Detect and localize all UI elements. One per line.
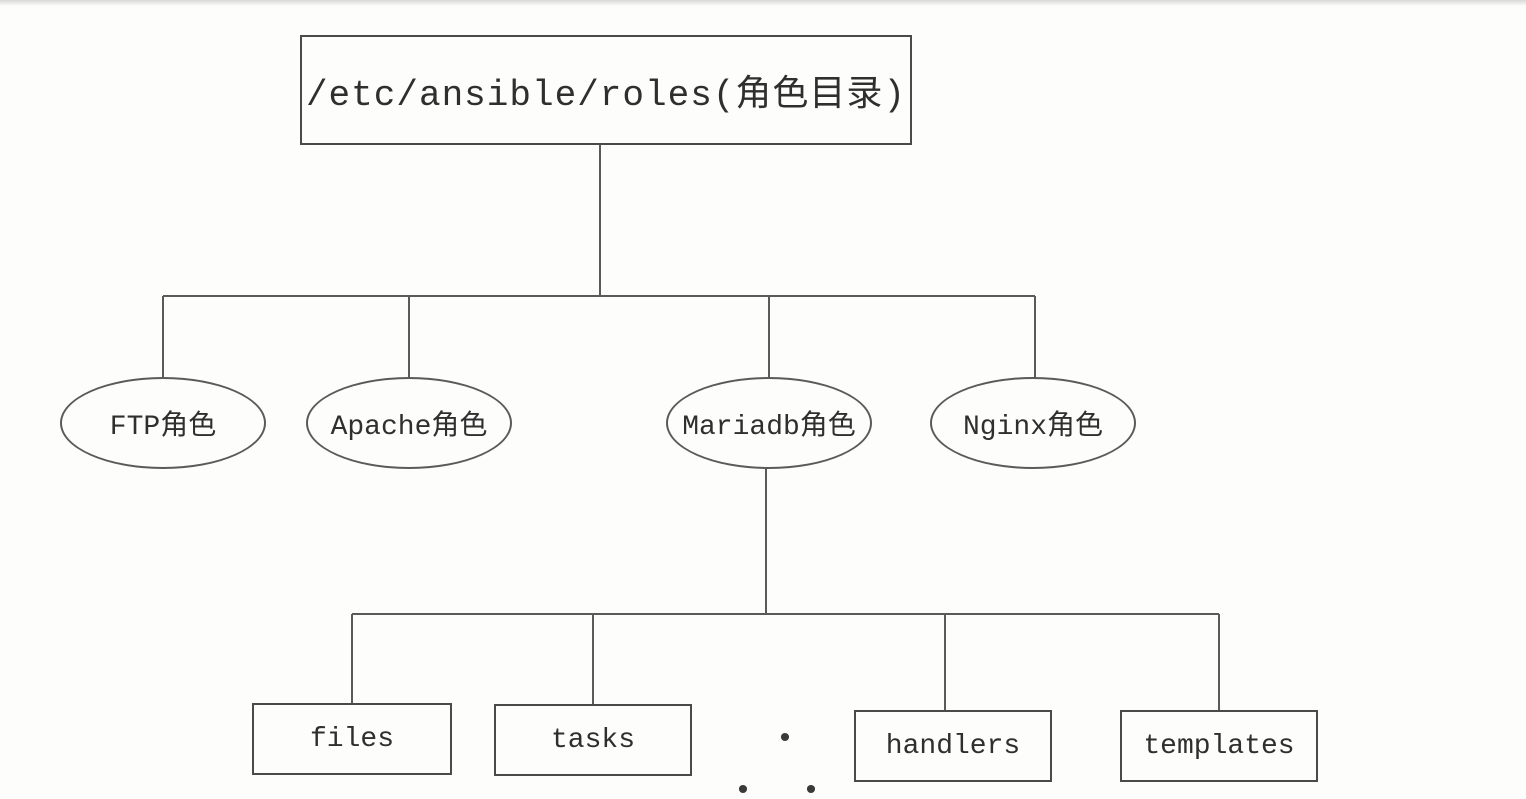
role-ellipse-nginx: Nginx角色: [930, 377, 1136, 469]
role-apache-label: Apache角色: [330, 412, 488, 443]
role-mariadb-label: Mariadb角色: [682, 412, 856, 443]
role-ellipse-ftp: FTP角色: [60, 377, 266, 469]
root-directory-box: /etc/ansible/roles(角色目录): [300, 35, 912, 145]
subdir-box-files: files: [252, 703, 452, 775]
subdir-handlers-label: handlers: [885, 730, 1021, 762]
subdir-box-tasks: tasks: [494, 704, 692, 776]
subdir-files-label: files: [309, 723, 394, 755]
subdir-templates-label: templates: [1143, 730, 1295, 762]
subdir-box-handlers: handlers: [854, 710, 1052, 782]
root-directory-label: /etc/ansible/roles(角色目录): [305, 75, 907, 116]
role-ftp-label: FTP角色: [109, 412, 217, 443]
ellipsis-more-subdirs: • • •: [733, 723, 836, 799]
subdir-tasks-label: tasks: [550, 724, 635, 756]
role-nginx-label: Nginx角色: [962, 412, 1103, 443]
role-ellipse-mariadb: Mariadb角色: [666, 377, 872, 469]
role-ellipse-apache: Apache角色: [306, 377, 512, 469]
subdir-box-templates: templates: [1120, 710, 1318, 782]
